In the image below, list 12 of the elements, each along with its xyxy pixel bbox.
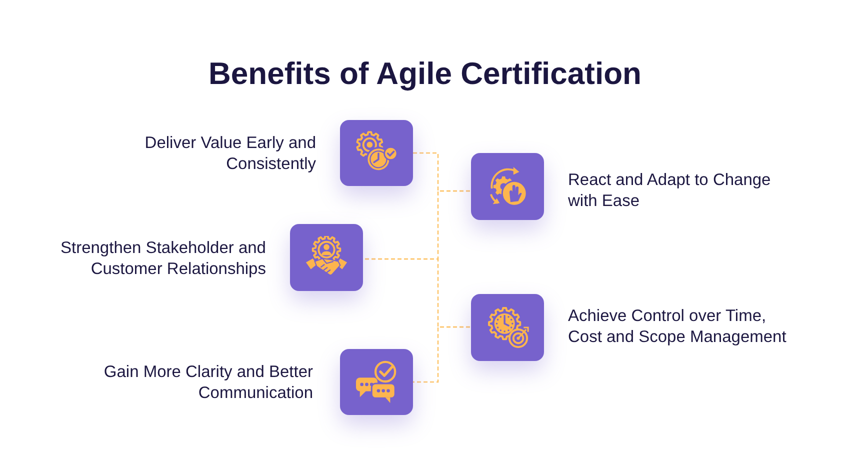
benefit-text: Deliver Value Early and Consistently: [144, 133, 316, 175]
benefit-text: Gain More Clarity and Better Communication: [102, 362, 313, 404]
benefit-text: Strengthen Stakeholder and Customer Relationships: [60, 238, 266, 280]
benefit-text: React and Adapt to Change with Ease: [568, 170, 772, 212]
icon-tile: [290, 224, 363, 291]
icon-tile: [471, 153, 544, 220]
benefit-text: Achieve Control over Time, Cost and Scope Management: [568, 306, 788, 348]
diagram-title: Benefits of Agile Certification: [208, 55, 642, 93]
icon-tile: [340, 120, 413, 186]
icon-tile: [471, 294, 544, 361]
icon-tile: [340, 349, 413, 415]
connector-line: [413, 326, 471, 383]
